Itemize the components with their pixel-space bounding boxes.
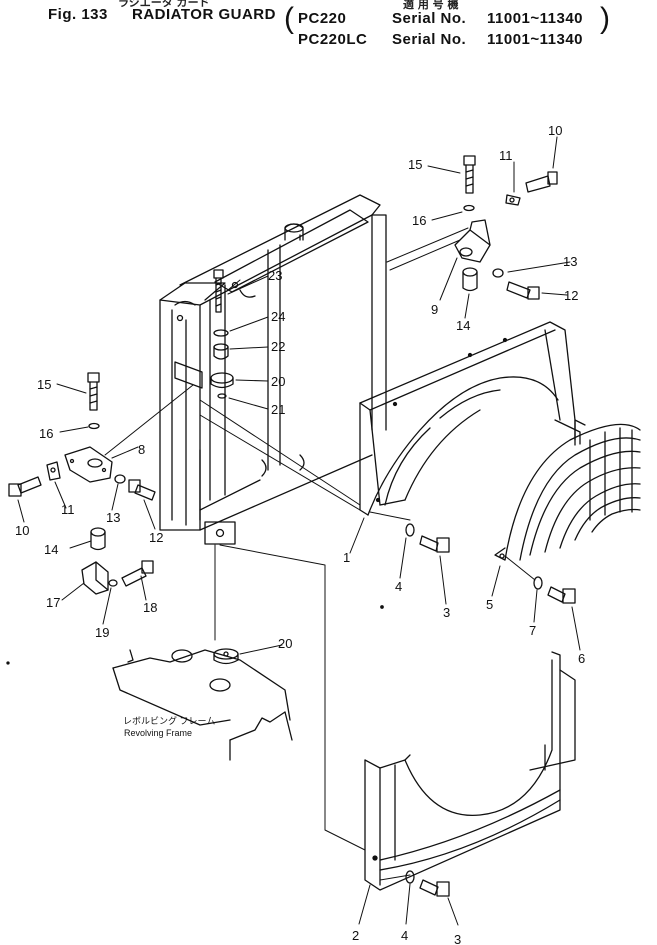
revolving-frame-corner xyxy=(112,649,293,761)
callout-16-left: 16 xyxy=(39,426,53,441)
figure-title: RADIATOR GUARD xyxy=(132,6,276,23)
callout-leaders xyxy=(17,136,581,926)
model-2: PC220LC xyxy=(298,31,368,48)
revolving-frame-label-jp: レボルビング フレーム xyxy=(123,715,215,726)
serial-range-2: 11001~11340 xyxy=(487,31,584,48)
callout-7: 7 xyxy=(529,623,536,638)
callout-3-lower: 3 xyxy=(454,932,461,945)
assembly-lines xyxy=(104,227,536,881)
callout-18: 18 xyxy=(143,600,157,615)
callout-4-lower: 4 xyxy=(401,928,408,943)
callout-9: 9 xyxy=(431,302,438,317)
figure-number: Fig. 133 xyxy=(48,6,108,23)
serial-label-2: Serial No. xyxy=(392,31,467,48)
callout-14-top: 14 xyxy=(456,318,470,333)
callout-11-top: 11 xyxy=(499,148,513,163)
serial-label-1: Serial No. xyxy=(392,10,467,27)
revolving-frame-label-en: Revolving Frame xyxy=(124,728,192,738)
callout-5: 5 xyxy=(486,597,493,612)
callout-17: 17 xyxy=(46,595,60,610)
model-1: PC220 xyxy=(298,10,347,27)
callout-19: 19 xyxy=(95,625,109,640)
callout-20-mid: 20 xyxy=(271,374,285,389)
callout-14-left: 14 xyxy=(44,542,58,557)
bracket-close: ) xyxy=(600,2,611,35)
callout-10-left: 10 xyxy=(15,523,29,538)
callout-4-upper: 4 xyxy=(395,579,402,594)
callout-labels: 10 11 15 16 13 9 12 14 23 24 22 20 21 15… xyxy=(15,123,585,945)
upper-guard-shroud xyxy=(359,321,641,561)
callout-6: 6 xyxy=(578,651,585,666)
callout-2: 2 xyxy=(352,928,359,943)
callout-12-top: 12 xyxy=(564,288,578,303)
callout-21: 21 xyxy=(271,402,285,417)
callout-15-top: 15 xyxy=(408,157,422,172)
callout-23: 23 xyxy=(268,268,282,283)
callout-16-top: 16 xyxy=(412,213,426,228)
radiator-core xyxy=(159,194,387,545)
callout-12-left: 12 xyxy=(149,530,163,545)
callout-22: 22 xyxy=(271,339,285,354)
callout-10-top: 10 xyxy=(548,123,562,138)
callout-3-upper: 3 xyxy=(443,605,450,620)
lower-guard-shroud xyxy=(364,651,576,891)
callout-1: 1 xyxy=(343,550,350,565)
serial-range-1: 11001~11340 xyxy=(487,10,584,27)
callout-13-left: 13 xyxy=(106,510,120,525)
hardware-parts xyxy=(6,155,576,897)
callout-13-top: 13 xyxy=(563,254,577,269)
callout-20-lower: 20 xyxy=(278,636,292,651)
bracket-open: ( xyxy=(284,2,295,35)
callout-8: 8 xyxy=(138,442,145,457)
callout-15-left: 15 xyxy=(37,377,51,392)
callout-24: 24 xyxy=(271,309,285,324)
japanese-applicable-models: 適 用 号 機 xyxy=(403,0,459,11)
japanese-title: ラジエータ ガード xyxy=(118,0,210,9)
callout-11-left: 11 xyxy=(61,502,75,517)
